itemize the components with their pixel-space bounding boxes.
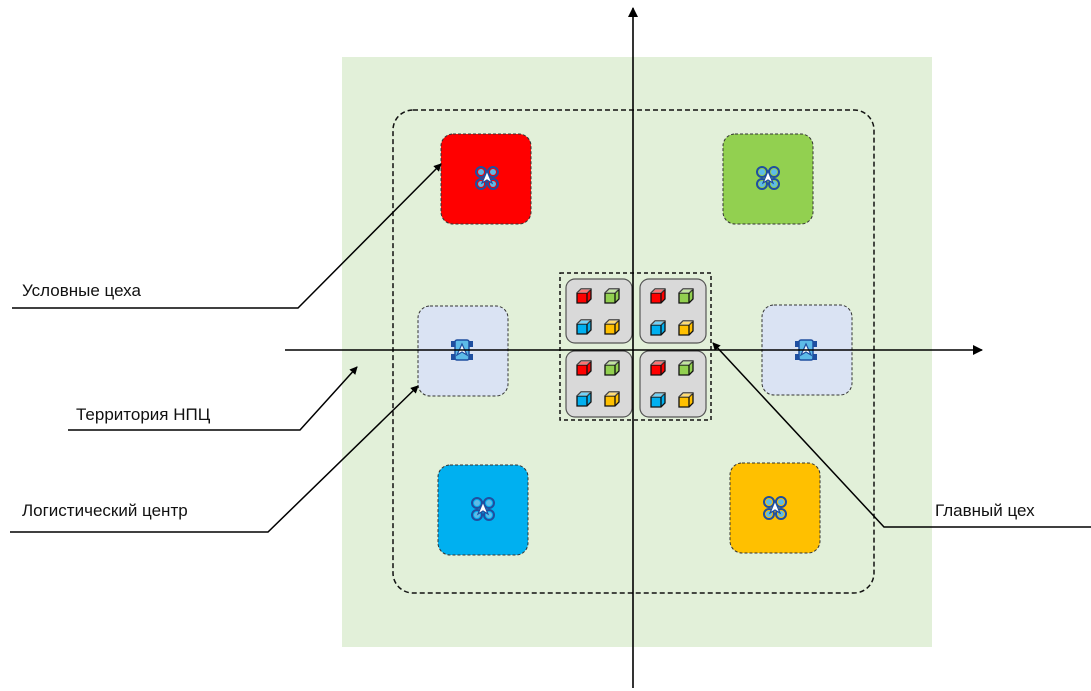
cube-icon: [604, 391, 620, 407]
cube-icon: [576, 360, 592, 376]
main-workshop: [559, 272, 712, 421]
cube-icon: [650, 392, 666, 408]
cube-icon: [604, 319, 620, 335]
cube-icon: [576, 391, 592, 407]
callout-territory: Территория НПЦ: [68, 366, 358, 431]
logistics-center-left: [417, 305, 509, 397]
label-main: Главный цех: [935, 501, 1035, 520]
cube-icon: [678, 360, 694, 376]
cube-icon: [576, 319, 592, 335]
callout-logistics: Логистический центр: [10, 385, 419, 533]
label-logistics: Логистический центр: [22, 501, 188, 520]
callout-main: Главный цех: [712, 342, 1091, 528]
cube-icon: [604, 288, 620, 304]
main-cell: [565, 350, 633, 418]
main-cell: [639, 278, 707, 344]
label-workshops: Условные цеха: [22, 281, 141, 300]
cube-icon: [650, 360, 666, 376]
cube-icon: [650, 288, 666, 304]
workshop-green: [722, 133, 814, 225]
cube-icon: [678, 288, 694, 304]
cube-icon: [576, 288, 592, 304]
workshop-blue: [437, 464, 529, 556]
label-territory: Территория НПЦ: [76, 405, 211, 424]
callout-workshops: Условные цеха: [12, 163, 442, 309]
main-cell: [565, 278, 633, 344]
workshop-orange: [729, 462, 821, 554]
cube-icon: [678, 320, 694, 336]
main-cell: [639, 350, 707, 418]
workshop-red: [440, 133, 532, 225]
cube-icon: [678, 392, 694, 408]
cube-icon: [650, 320, 666, 336]
cube-icon: [604, 360, 620, 376]
